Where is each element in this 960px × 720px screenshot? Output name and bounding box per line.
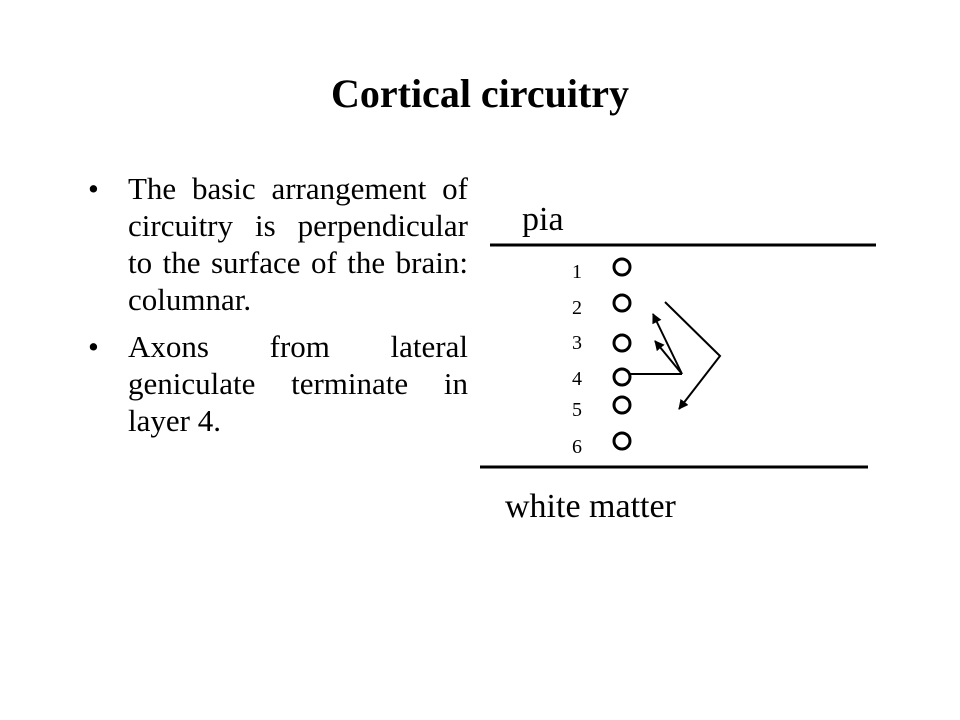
layer-2-cell: [612, 293, 632, 313]
bullet-text: Axons from lateral geniculate terminate …: [128, 329, 468, 438]
layer-5-cell: [612, 395, 632, 415]
layer-label-4: 4: [572, 368, 582, 390]
bullet-marker: •: [88, 329, 99, 364]
layer-6-cell: [612, 431, 632, 451]
layer-label-6: 6: [572, 436, 582, 458]
bullet-text: The basic arrangement of circuitry is pe…: [128, 171, 468, 317]
bullet-list: • The basic arrangement of circuitry is …: [88, 170, 468, 449]
projection-arrow-to-layer-3: [654, 340, 683, 375]
white-matter-label: white matter: [505, 488, 677, 525]
layer-label-1: 1: [572, 261, 582, 283]
layer-1-cell: [612, 257, 632, 277]
bullet-marker: •: [88, 171, 99, 206]
layer-4-cell: [612, 367, 632, 387]
cortex-diagram: pia 1 2 3 4 5 6 white matter: [480, 201, 876, 525]
pia-label: pia: [522, 201, 564, 238]
layer-label-5: 5: [572, 399, 582, 421]
loop-arrow-to-layer-5: [664, 301, 722, 410]
projection-arrow-to-layer-2: [652, 313, 683, 375]
layer-3-cell: [612, 333, 632, 353]
layer-label-3: 3: [572, 332, 582, 354]
bullet-item: • The basic arrangement of circuitry is …: [88, 170, 468, 318]
slide-title: Cortical circuitry: [330, 71, 630, 116]
layer-label-2: 2: [572, 297, 582, 319]
bullet-item: • Axons from lateral geniculate terminat…: [88, 328, 468, 439]
